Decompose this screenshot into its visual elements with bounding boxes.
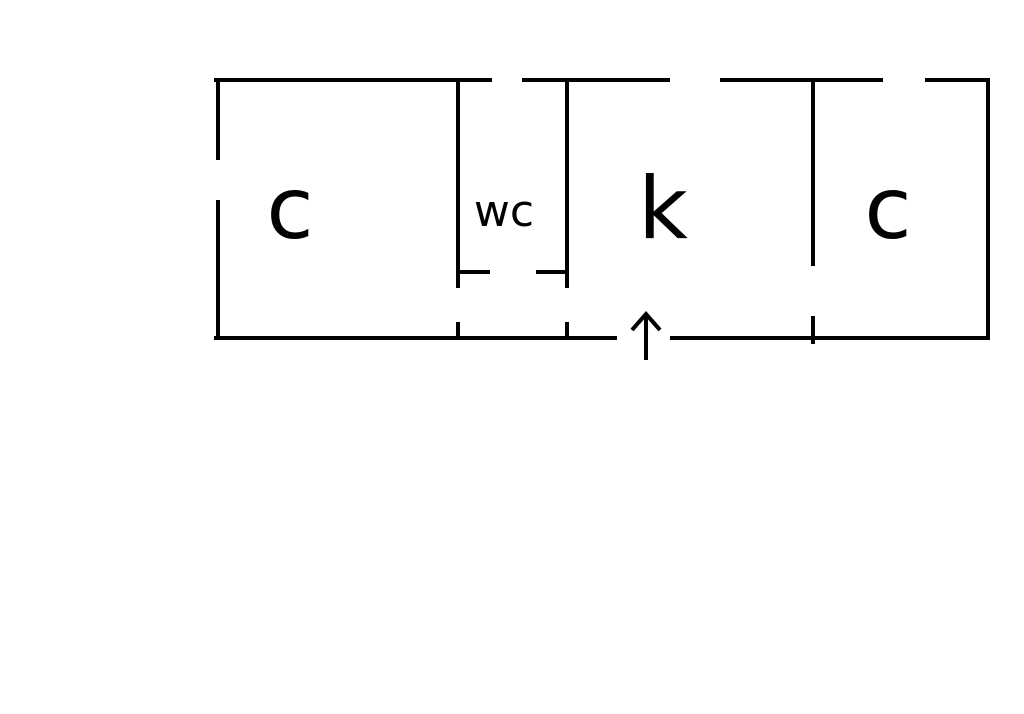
room-label-kitchen: k [638,159,688,259]
arrow-head [630,310,662,332]
room-label-4: c [864,159,911,259]
room-label-wc: wc [474,186,534,237]
up-arrow-icon [630,310,662,360]
partition-walls [456,80,815,344]
room-label-1: c [266,159,313,259]
